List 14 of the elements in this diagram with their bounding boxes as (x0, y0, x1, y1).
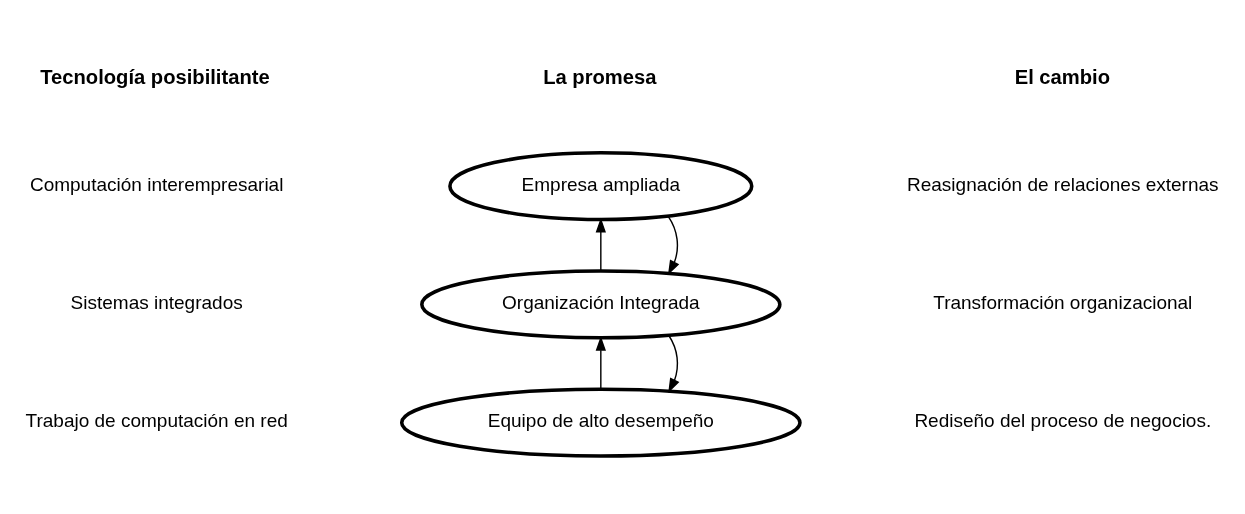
arrow (667, 215, 680, 275)
label: Rediseño del proceso de negocios. (914, 409, 1212, 431)
arrow (668, 334, 680, 393)
label: Trabajo de computación en red (25, 409, 288, 431)
label: Sistemas integrados (70, 291, 243, 313)
label: Reasignación de relaciones externas (907, 173, 1219, 195)
node-ellipse: Organización Integrada (420, 268, 782, 340)
label: La promesa (543, 65, 657, 88)
label: Tecnología posibilitante (40, 65, 270, 88)
node-ellipse: Equipo de alto desempeño (399, 387, 802, 458)
label: Transformación organizacional (933, 291, 1193, 313)
label: Computación interempresarial (29, 173, 284, 195)
node-ellipse: Empresa ampliada (448, 150, 754, 221)
label: El cambio (1014, 65, 1110, 88)
